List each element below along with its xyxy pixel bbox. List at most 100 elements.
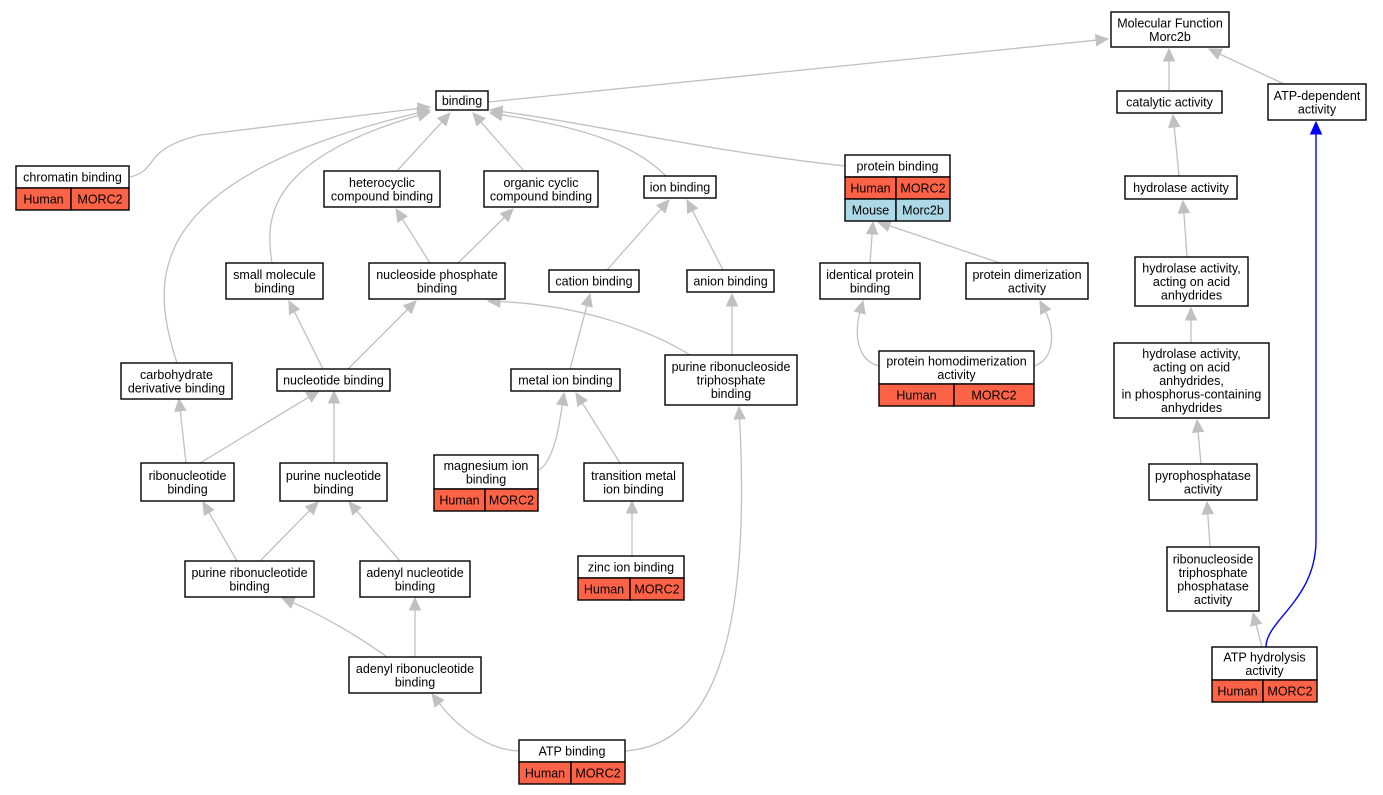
node-label: anhydrides, [1159,374,1224,388]
edge-atpbind-prntp [624,418,743,752]
arrowhead-nucphos-organic [499,208,514,223]
node-label: binding [167,482,207,496]
edge-ion-binding [501,114,667,177]
node-box [483,170,599,208]
node-box [323,170,441,208]
gene-cell [895,198,951,222]
node-binding[interactable]: binding [435,90,489,111]
node-label: binding [229,579,269,593]
node-box [878,350,1035,385]
node-label: adenyl nucleotide [366,566,463,580]
node-label: nucleotide binding [283,374,384,388]
node-label: activity [1008,281,1047,295]
node-label: ATP-dependent [1274,89,1361,103]
node-nucleotide[interactable]: nucleotide binding [276,368,391,392]
node-label: acting on acid [1153,361,1230,375]
edge-hydacid-hydrolase [1183,212,1188,258]
species-label: Human [525,767,565,781]
arrowhead-atphyd-atpdep [1309,120,1323,135]
node-label: ribonucleoside [1173,552,1254,566]
node-ion[interactable]: ion binding [643,175,717,199]
node-box [1124,175,1238,200]
node-box [1148,463,1258,501]
gene-label: MORC2 [77,193,122,207]
arrowhead-hydacid-hydrolase [1177,199,1191,214]
edge-dimer-protein [889,225,1001,264]
edge-anion-ion [691,210,724,271]
arrowhead-ntpase-pyrophos [1201,500,1215,515]
arrowhead-nucleotide-nucphos [402,300,417,315]
node-label: triphosphate [697,374,766,388]
node-label: zinc ion binding [588,561,674,575]
edge-atpdep-mf [1219,53,1285,85]
node-anion[interactable]: anion binding [686,269,775,293]
edge-protein-binding [501,110,846,167]
node-box [664,354,798,406]
node-cation[interactable]: cation binding [548,269,640,293]
gene-label: MORC2 [900,182,945,196]
edge-adenyl-purnuc [356,510,401,562]
edge-prntp-nucphos [499,300,691,356]
edge-hydrolase-catalytic [1173,126,1180,177]
node-metal[interactable]: metal ion binding [510,368,621,392]
edge-nucleotide-smallmol [293,311,324,370]
node-hydacid[interactable]: hydrolase activity,acting on acidanhydri… [1134,256,1249,307]
graph-edges [129,34,1323,752]
species-label: Human [23,193,63,207]
node-label: Molecular Function [1117,16,1223,30]
species-label: Human [584,583,624,597]
node-hydphos[interactable]: hydrolase activity,acting on acidanhydri… [1113,342,1270,419]
edge-identical-protein [869,233,873,264]
node-label: anhydrides [1161,289,1222,303]
node-hydrolase[interactable]: hydrolase activity [1124,175,1238,200]
arrowhead-identical-protein [865,220,879,235]
node-label: protein binding [856,160,938,174]
edge-atphyd-ntpase [1255,624,1263,648]
arrowhead-cation-ion [656,199,670,214]
node-label: ATP hydrolysis [1223,650,1305,664]
node-box [510,368,621,392]
arrowhead-homodimer-identical [853,299,866,315]
gene-label: Morc2b [902,204,944,218]
node-catalytic[interactable]: catalytic activity [1116,90,1223,114]
arrowhead-purnuc-nucleotide [327,389,341,404]
node-ntpase[interactable]: ribonucleosidetriphosphatephosphataseact… [1166,546,1260,612]
node-box [140,462,235,502]
node-label: purine nucleotide [286,469,381,483]
node-label: activity [1245,664,1284,678]
edge-atpbind-adenylribo [438,703,520,752]
node-label: in phosphorus-containing [1122,388,1262,402]
arrowhead-adenylribo-adenyl [408,596,422,611]
node-label: triphosphate [1179,566,1248,580]
edge-adenylribo-purribo [292,602,388,658]
node-box [643,175,717,199]
arrowhead-zinc-transition [625,499,639,514]
node-label: hydrolase activity, [1142,262,1240,276]
gene-label: MORC2 [575,767,620,781]
